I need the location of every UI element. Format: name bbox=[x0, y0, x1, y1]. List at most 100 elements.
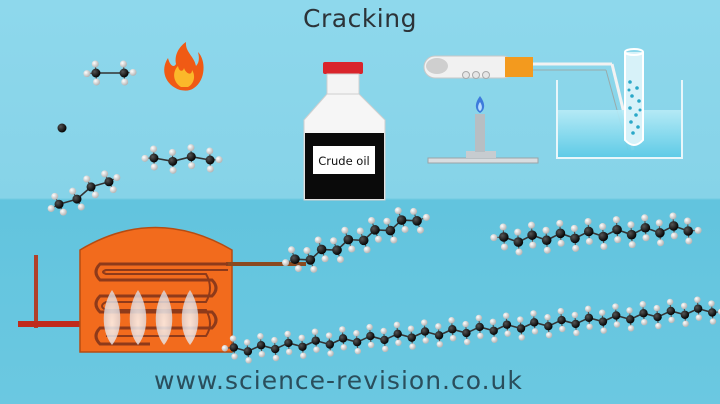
hydrogen-atom bbox=[354, 347, 362, 355]
hydrogen-atom bbox=[348, 245, 356, 253]
hydrogen-atom bbox=[708, 300, 715, 307]
carbon-atom bbox=[598, 317, 608, 326]
carbon-atom bbox=[393, 329, 402, 338]
hydrogen-atom bbox=[303, 247, 311, 255]
hydrogen-atom bbox=[339, 326, 346, 333]
hydrogen-atom bbox=[363, 246, 371, 254]
carbon-atom bbox=[541, 235, 552, 246]
carbon-atom bbox=[305, 255, 316, 265]
hydrogen-atom bbox=[327, 350, 334, 357]
ethane-molecule bbox=[83, 60, 137, 86]
hydrogen-atom bbox=[642, 234, 650, 242]
hydrogen-atom bbox=[545, 331, 553, 339]
carbon-atom bbox=[527, 230, 537, 240]
hydrogen-atom bbox=[600, 327, 607, 334]
hydrogen-atom bbox=[380, 327, 387, 335]
test-tube-apparatus bbox=[423, 48, 683, 159]
hydrogen-atom bbox=[245, 357, 252, 364]
hydrogen-atom bbox=[682, 320, 689, 327]
carbon-atom bbox=[516, 324, 526, 333]
hydrogen-atom bbox=[393, 321, 401, 329]
hydrogen-atom bbox=[168, 148, 176, 156]
hydrogen-atom bbox=[409, 343, 416, 350]
hydrogen-atom bbox=[668, 316, 675, 324]
hydrogen-atom bbox=[504, 330, 511, 337]
hydrogen-atom bbox=[571, 311, 579, 319]
carbon-atom bbox=[119, 68, 129, 78]
hydrogen-atom bbox=[584, 217, 592, 225]
carbon-atom bbox=[243, 347, 253, 356]
hydrogen-atom bbox=[499, 223, 507, 231]
hydrogen-atom bbox=[150, 163, 158, 171]
hydrogen-atom bbox=[119, 60, 127, 68]
carbon-atom bbox=[86, 182, 96, 192]
hydrogen-atom bbox=[670, 232, 678, 240]
butane-molecule bbox=[141, 144, 223, 174]
carbon-atom bbox=[57, 123, 67, 133]
carbon-atom bbox=[570, 233, 580, 244]
hydrogen-atom bbox=[356, 227, 364, 235]
heavy-chain-molecule bbox=[221, 296, 720, 364]
hydrogen-atom bbox=[422, 213, 430, 221]
carbon-atom bbox=[229, 343, 238, 352]
hydrogen-atom bbox=[150, 145, 158, 153]
hydrogen-atom bbox=[572, 244, 580, 252]
carbon-atom bbox=[352, 338, 362, 347]
carbon-atom bbox=[270, 344, 280, 354]
hydrogen-atom bbox=[91, 60, 99, 68]
hydrogen-atom bbox=[694, 296, 701, 303]
hydrogen-atom bbox=[669, 212, 677, 220]
hydrogen-atom bbox=[641, 318, 648, 326]
carbon-atom bbox=[666, 306, 676, 316]
hydrogen-atom bbox=[113, 173, 121, 181]
hydrogen-atom bbox=[284, 330, 291, 338]
hydrogen-atom bbox=[685, 237, 693, 245]
hydrogen-atom bbox=[298, 334, 305, 342]
hydrogen-atom bbox=[206, 165, 214, 173]
hydrogen-atom bbox=[353, 330, 360, 337]
hydrogen-atom bbox=[321, 255, 329, 263]
site-url[interactable]: www.science-revision.co.uk bbox=[154, 366, 523, 395]
hydrogen-atom bbox=[310, 265, 318, 273]
hydrogen-atom bbox=[628, 241, 636, 249]
hydrogen-atom bbox=[477, 332, 484, 340]
hydrogen-atom bbox=[129, 68, 137, 76]
hydrogen-atom bbox=[543, 246, 551, 254]
hydrogen-atom bbox=[489, 318, 497, 326]
carbon-atom bbox=[104, 177, 114, 187]
carbon-atom bbox=[693, 304, 703, 313]
hydrogen-atom bbox=[340, 344, 347, 351]
hydrogen-atom bbox=[407, 325, 415, 332]
hydrogen-atom bbox=[311, 328, 319, 335]
carbon-atom bbox=[380, 335, 389, 345]
hydrogen-atom bbox=[336, 256, 344, 264]
butane-molecule-2 bbox=[47, 170, 121, 216]
hydrogen-atom bbox=[314, 236, 322, 244]
hydrogen-atom bbox=[243, 339, 251, 346]
hydrogen-atom bbox=[288, 246, 296, 254]
hydrogen-atom bbox=[717, 308, 720, 315]
carbon-atom bbox=[290, 254, 300, 264]
carbon-atom bbox=[72, 194, 82, 204]
carbon-atom bbox=[683, 226, 693, 236]
carbon-atom bbox=[653, 312, 662, 322]
carbon-atom bbox=[186, 152, 196, 162]
hydrogen-atom bbox=[599, 309, 606, 316]
carbon-atom bbox=[557, 315, 566, 325]
hydrogen-atom bbox=[613, 321, 621, 328]
carbon-atom bbox=[489, 326, 498, 335]
carbon-atom bbox=[462, 328, 471, 338]
carbon-atom bbox=[205, 155, 215, 165]
cracking-furnace bbox=[18, 226, 306, 353]
gas-bubbles bbox=[627, 80, 642, 135]
hydrogen-atom bbox=[330, 237, 338, 245]
hydrogen-atom bbox=[394, 207, 402, 215]
hydrogen-atom bbox=[531, 328, 539, 335]
hydrogen-atom bbox=[573, 329, 580, 337]
hydrogen-atom bbox=[491, 336, 498, 343]
hydrogen-atom bbox=[188, 162, 196, 170]
methane-molecule bbox=[57, 123, 67, 133]
carbon-atom bbox=[499, 232, 509, 242]
hydrogen-atom bbox=[83, 175, 91, 183]
